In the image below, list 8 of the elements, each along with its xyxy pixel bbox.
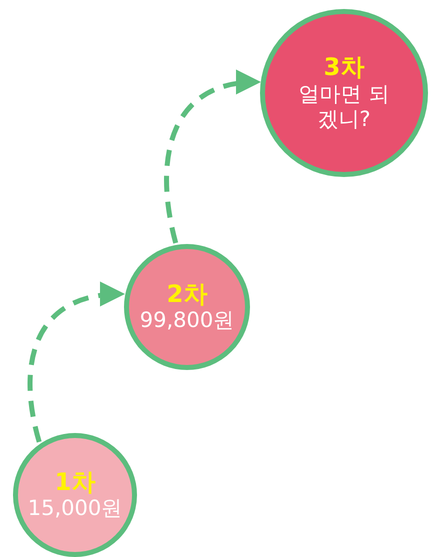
arrow xyxy=(28,282,125,443)
step-text: 얼마면 되겠니? xyxy=(298,82,390,132)
step-text: 15,000원 xyxy=(28,496,122,522)
arrow xyxy=(164,71,261,244)
step-text: 99,800원 xyxy=(140,308,234,334)
step-heading: 2차 xyxy=(166,280,208,308)
step-heading: 3차 xyxy=(324,54,364,82)
step-heading: 1차 xyxy=(54,468,96,496)
